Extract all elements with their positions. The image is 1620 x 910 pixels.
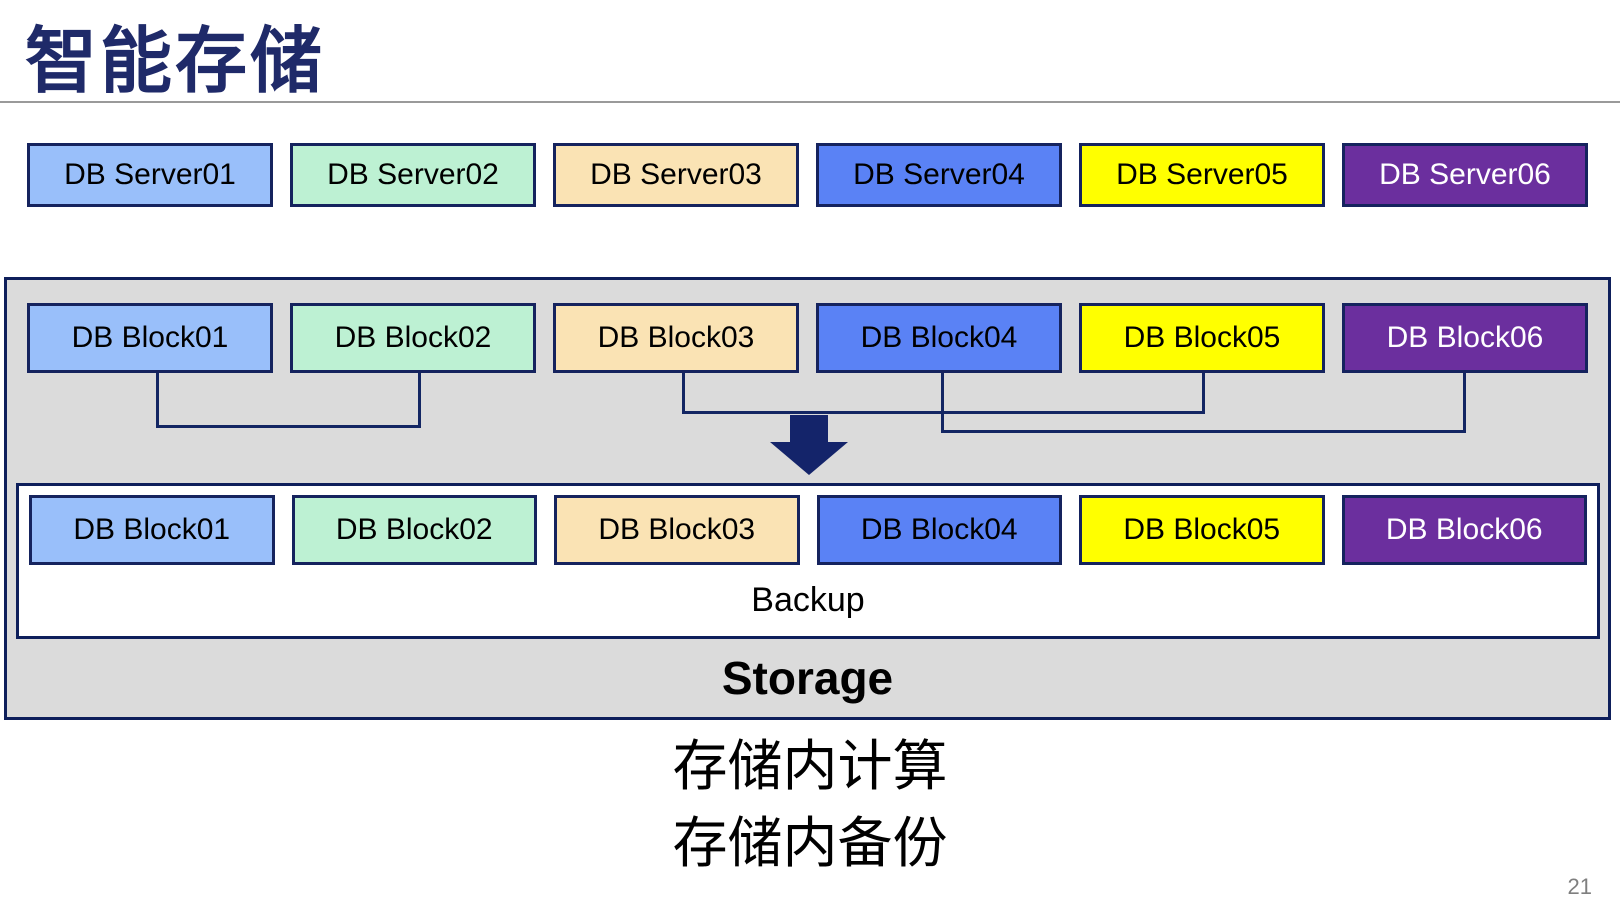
caption-line-1: 存储内计算	[672, 735, 948, 797]
block-bottom-1: DB Block01	[29, 495, 275, 565]
server-box-1: DB Server01	[27, 143, 273, 207]
db-block-row-bottom: DB Block01 DB Block02 DB Block03 DB Bloc…	[29, 495, 1587, 565]
block-bottom-4: DB Block04	[816, 495, 1062, 565]
server-box-2: DB Server02	[290, 143, 536, 207]
block-bottom-6: DB Block06	[1341, 495, 1587, 565]
block-bottom-3: DB Block03	[554, 495, 800, 565]
connector-h-block1-block2	[156, 425, 421, 428]
storage-label: Storage	[721, 652, 894, 704]
storage-panel: DB Block01 DB Block02 DB Block03 DB Bloc…	[4, 277, 1611, 720]
block-top-5: DB Block05	[1079, 303, 1325, 373]
server-box-5: DB Server05	[1079, 143, 1325, 207]
connector-riser-block5	[1202, 373, 1205, 414]
server-box-4: DB Server04	[816, 143, 1062, 207]
down-arrow-icon	[770, 415, 848, 475]
block-top-6: DB Block06	[1342, 303, 1588, 373]
server-box-3: DB Server03	[553, 143, 799, 207]
block-top-1: DB Block01	[27, 303, 273, 373]
block-bottom-2: DB Block02	[291, 495, 537, 565]
connector-riser-block6	[1463, 373, 1466, 433]
connector-riser-block4	[941, 373, 944, 433]
block-top-3: DB Block03	[553, 303, 799, 373]
connector-riser-block2	[418, 373, 421, 428]
db-block-row-top: DB Block01 DB Block02 DB Block03 DB Bloc…	[27, 303, 1588, 373]
connector-riser-block1	[156, 373, 159, 428]
block-bottom-5: DB Block05	[1079, 495, 1325, 565]
title-divider	[0, 101, 1620, 103]
server-row: DB Server01 DB Server02 DB Server03 DB S…	[27, 143, 1588, 207]
backup-label: Backup	[751, 581, 865, 619]
down-arrow-head	[770, 442, 848, 475]
page-title: 智能存储	[25, 22, 326, 102]
block-top-4: DB Block04	[816, 303, 1062, 373]
backup-box: DB Block01 DB Block02 DB Block03 DB Bloc…	[16, 483, 1600, 639]
connector-h-block4-block6	[941, 430, 1466, 433]
caption-text: 存储内计算 存储内备份	[0, 728, 1620, 882]
page-number: 21	[1567, 874, 1592, 899]
server-box-6: DB Server06	[1342, 143, 1588, 207]
down-arrow-shaft	[790, 415, 828, 442]
block-top-2: DB Block02	[290, 303, 536, 373]
connector-riser-block3	[682, 373, 685, 414]
caption-line-2: 存储内备份	[672, 812, 948, 874]
